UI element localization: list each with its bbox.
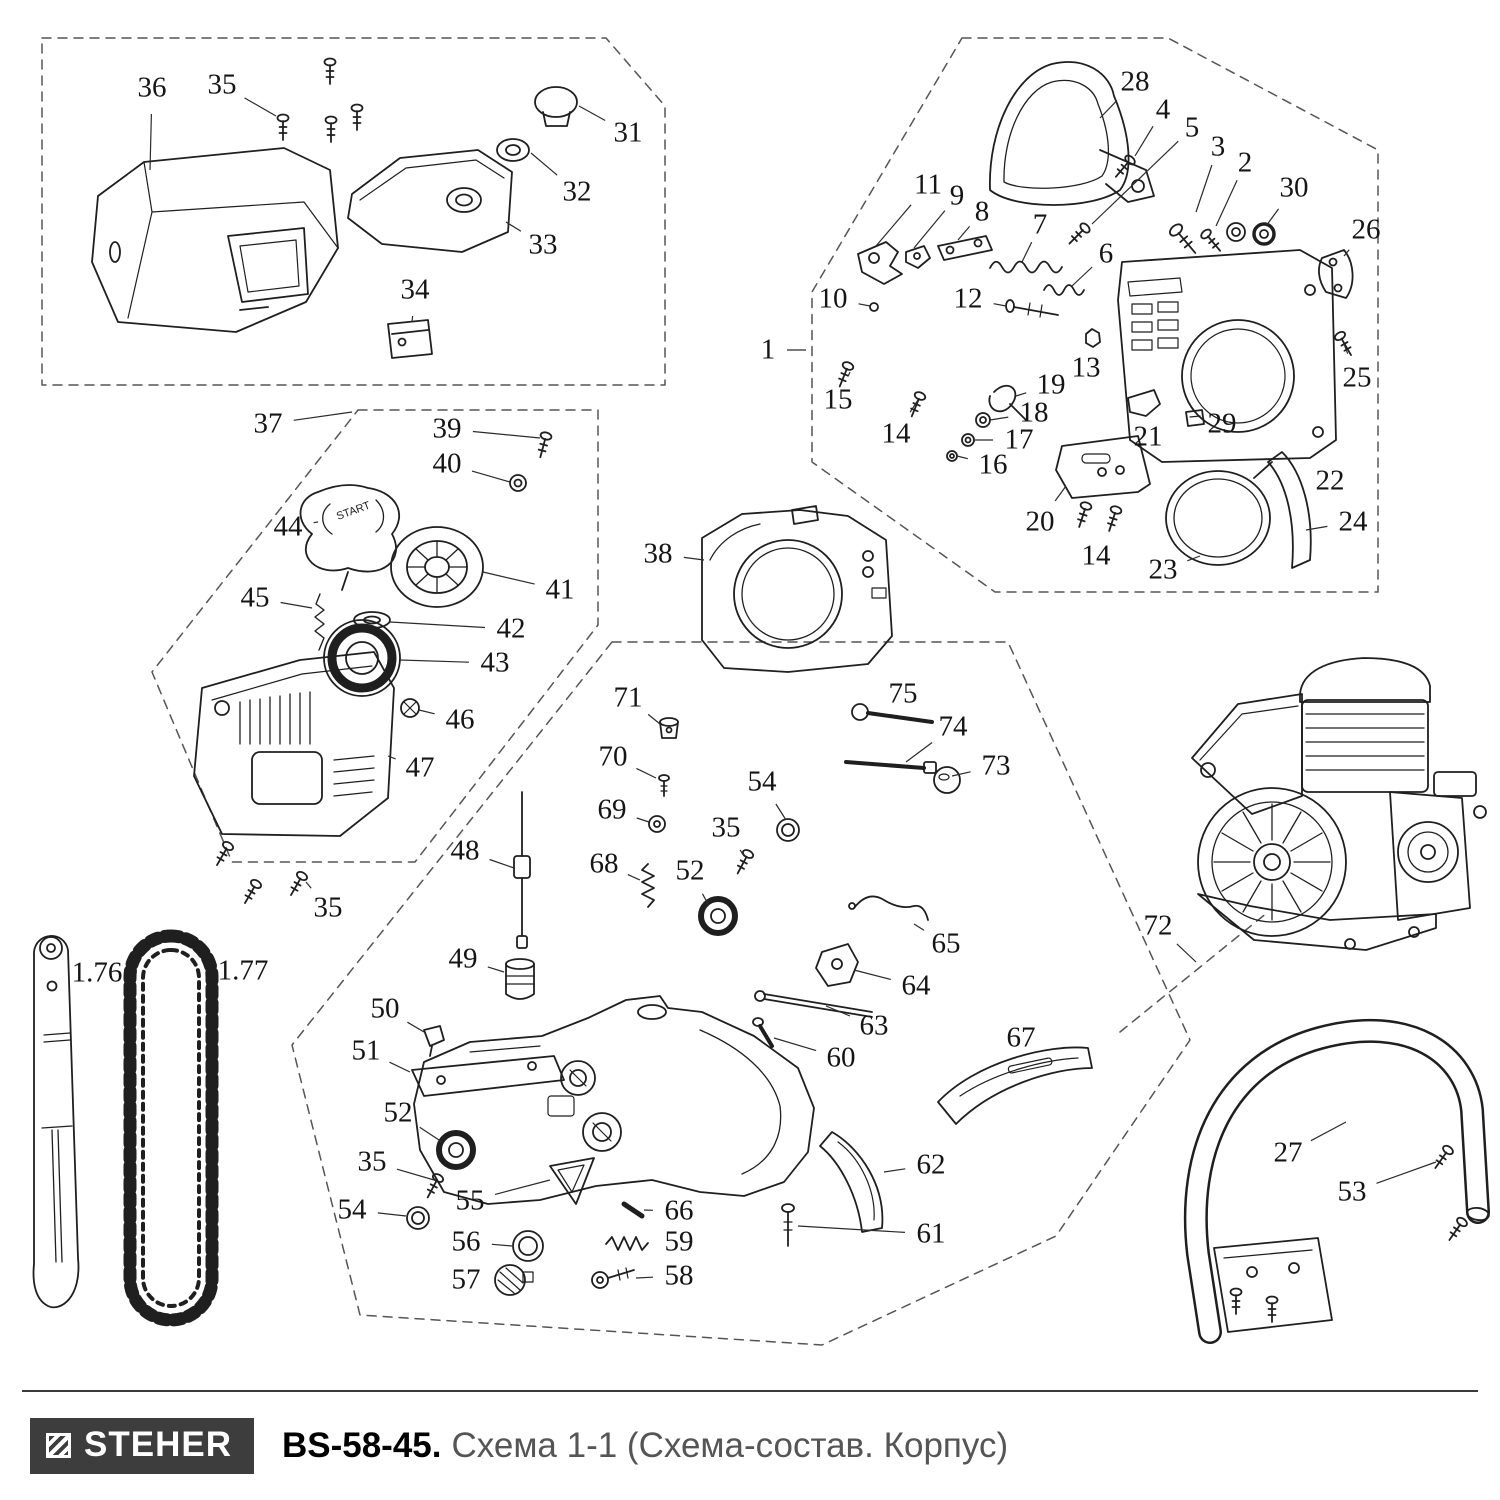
leader-line [1099, 100, 1118, 119]
leader-line [1187, 555, 1201, 562]
leader-line [956, 455, 968, 460]
leader-line [418, 709, 435, 715]
leader-line [1091, 140, 1179, 225]
fuel-tank-assembly-drawing [406, 703, 1093, 1296]
diagram-title: BS-58-45.Схема 1-1 (Схема-состав. Корпус… [282, 1426, 1008, 1466]
leader-line [951, 771, 971, 777]
leader-line [847, 371, 851, 377]
leader-line [494, 1179, 551, 1195]
assembly-boundaries [41, 37, 1379, 1346]
leader-line [305, 881, 312, 889]
leader-line [913, 210, 946, 249]
leader-line [775, 803, 787, 821]
leader-line [627, 874, 641, 881]
leader-line [489, 858, 515, 869]
leader-line [797, 1225, 906, 1233]
leader-line [1134, 125, 1154, 157]
leader-line [635, 1276, 654, 1279]
leader-line [1343, 343, 1349, 354]
saw-chain-drawing [123, 929, 219, 1327]
guide-bar-drawing [32, 935, 80, 1309]
leader-line [389, 1061, 411, 1073]
leader-line [636, 817, 650, 823]
leader-line [1343, 249, 1350, 257]
leader-line [905, 742, 933, 763]
engine-assembly-drawing [1191, 657, 1487, 951]
chain-brake-assembly-drawing [833, 61, 1357, 569]
diagram-art: START [32, 37, 1490, 1346]
model-number: BS-58-45. [281, 1426, 442, 1465]
leader-line [825, 1005, 851, 1017]
leader-line [407, 1021, 425, 1033]
leader-line [389, 621, 486, 629]
leader-line [313, 521, 319, 524]
leader-line [472, 430, 541, 439]
leader-line [1195, 164, 1213, 213]
leader-line [411, 315, 414, 323]
top-cover-assembly-drawing [91, 57, 578, 359]
leader-line [875, 204, 912, 247]
leader-line [396, 1168, 435, 1181]
leader-line [909, 399, 919, 413]
leader-line [739, 849, 745, 857]
scheme-title: Схема 1-1 (Схема-состав. Корпус) [451, 1426, 1009, 1465]
leader-line [957, 226, 971, 241]
leader-line [773, 1037, 817, 1052]
leader-line [858, 303, 871, 307]
leader-line [244, 97, 277, 117]
leader-line [1215, 180, 1238, 227]
leader-line [419, 1126, 443, 1143]
steher-logo-icon [46, 1432, 71, 1458]
leader-line [482, 571, 535, 585]
leader-line [377, 1212, 407, 1217]
leader-line [701, 893, 709, 905]
leader-line [993, 303, 1007, 307]
brand-name: STEHER [84, 1425, 232, 1464]
leader-line [399, 659, 470, 663]
leader-line [1176, 943, 1197, 963]
leader-line [578, 105, 606, 122]
leader-line [647, 713, 661, 725]
steher-logo: STEHER [30, 1418, 254, 1474]
leader-lines-layer [149, 97, 1437, 1279]
leader-line [683, 556, 705, 561]
leader-line [883, 1168, 906, 1173]
leader-line [505, 221, 522, 232]
leader-line [149, 113, 152, 171]
footer: STEHER BS-58-45.Схема 1-1 (Схема-состав.… [0, 1390, 1500, 1500]
leader-line [280, 601, 313, 609]
leader-line [1054, 485, 1067, 502]
leader-line [636, 767, 657, 779]
leader-line [989, 416, 1009, 421]
leader-line [387, 755, 396, 760]
leader-line [293, 411, 353, 421]
footer-divider [22, 1390, 1478, 1392]
leader-line [530, 152, 558, 176]
leader-line [1265, 208, 1280, 227]
fan-housing-drawing [701, 505, 893, 673]
leader-line [487, 966, 505, 973]
leader-line [1310, 1121, 1347, 1142]
diagram-stage: START [32, 37, 1490, 1346]
leader-line [1021, 241, 1033, 263]
leader-line [1071, 266, 1093, 287]
front-handle-drawing [1183, 1018, 1490, 1344]
leader-line [913, 923, 925, 931]
starter-assembly-drawing: START [193, 430, 554, 907]
leader-line [471, 470, 511, 483]
leader-line [1376, 1161, 1437, 1184]
leader-line [1305, 525, 1328, 531]
leader-line [1015, 392, 1027, 397]
leader-line [853, 969, 891, 981]
leader-line [491, 1243, 513, 1247]
